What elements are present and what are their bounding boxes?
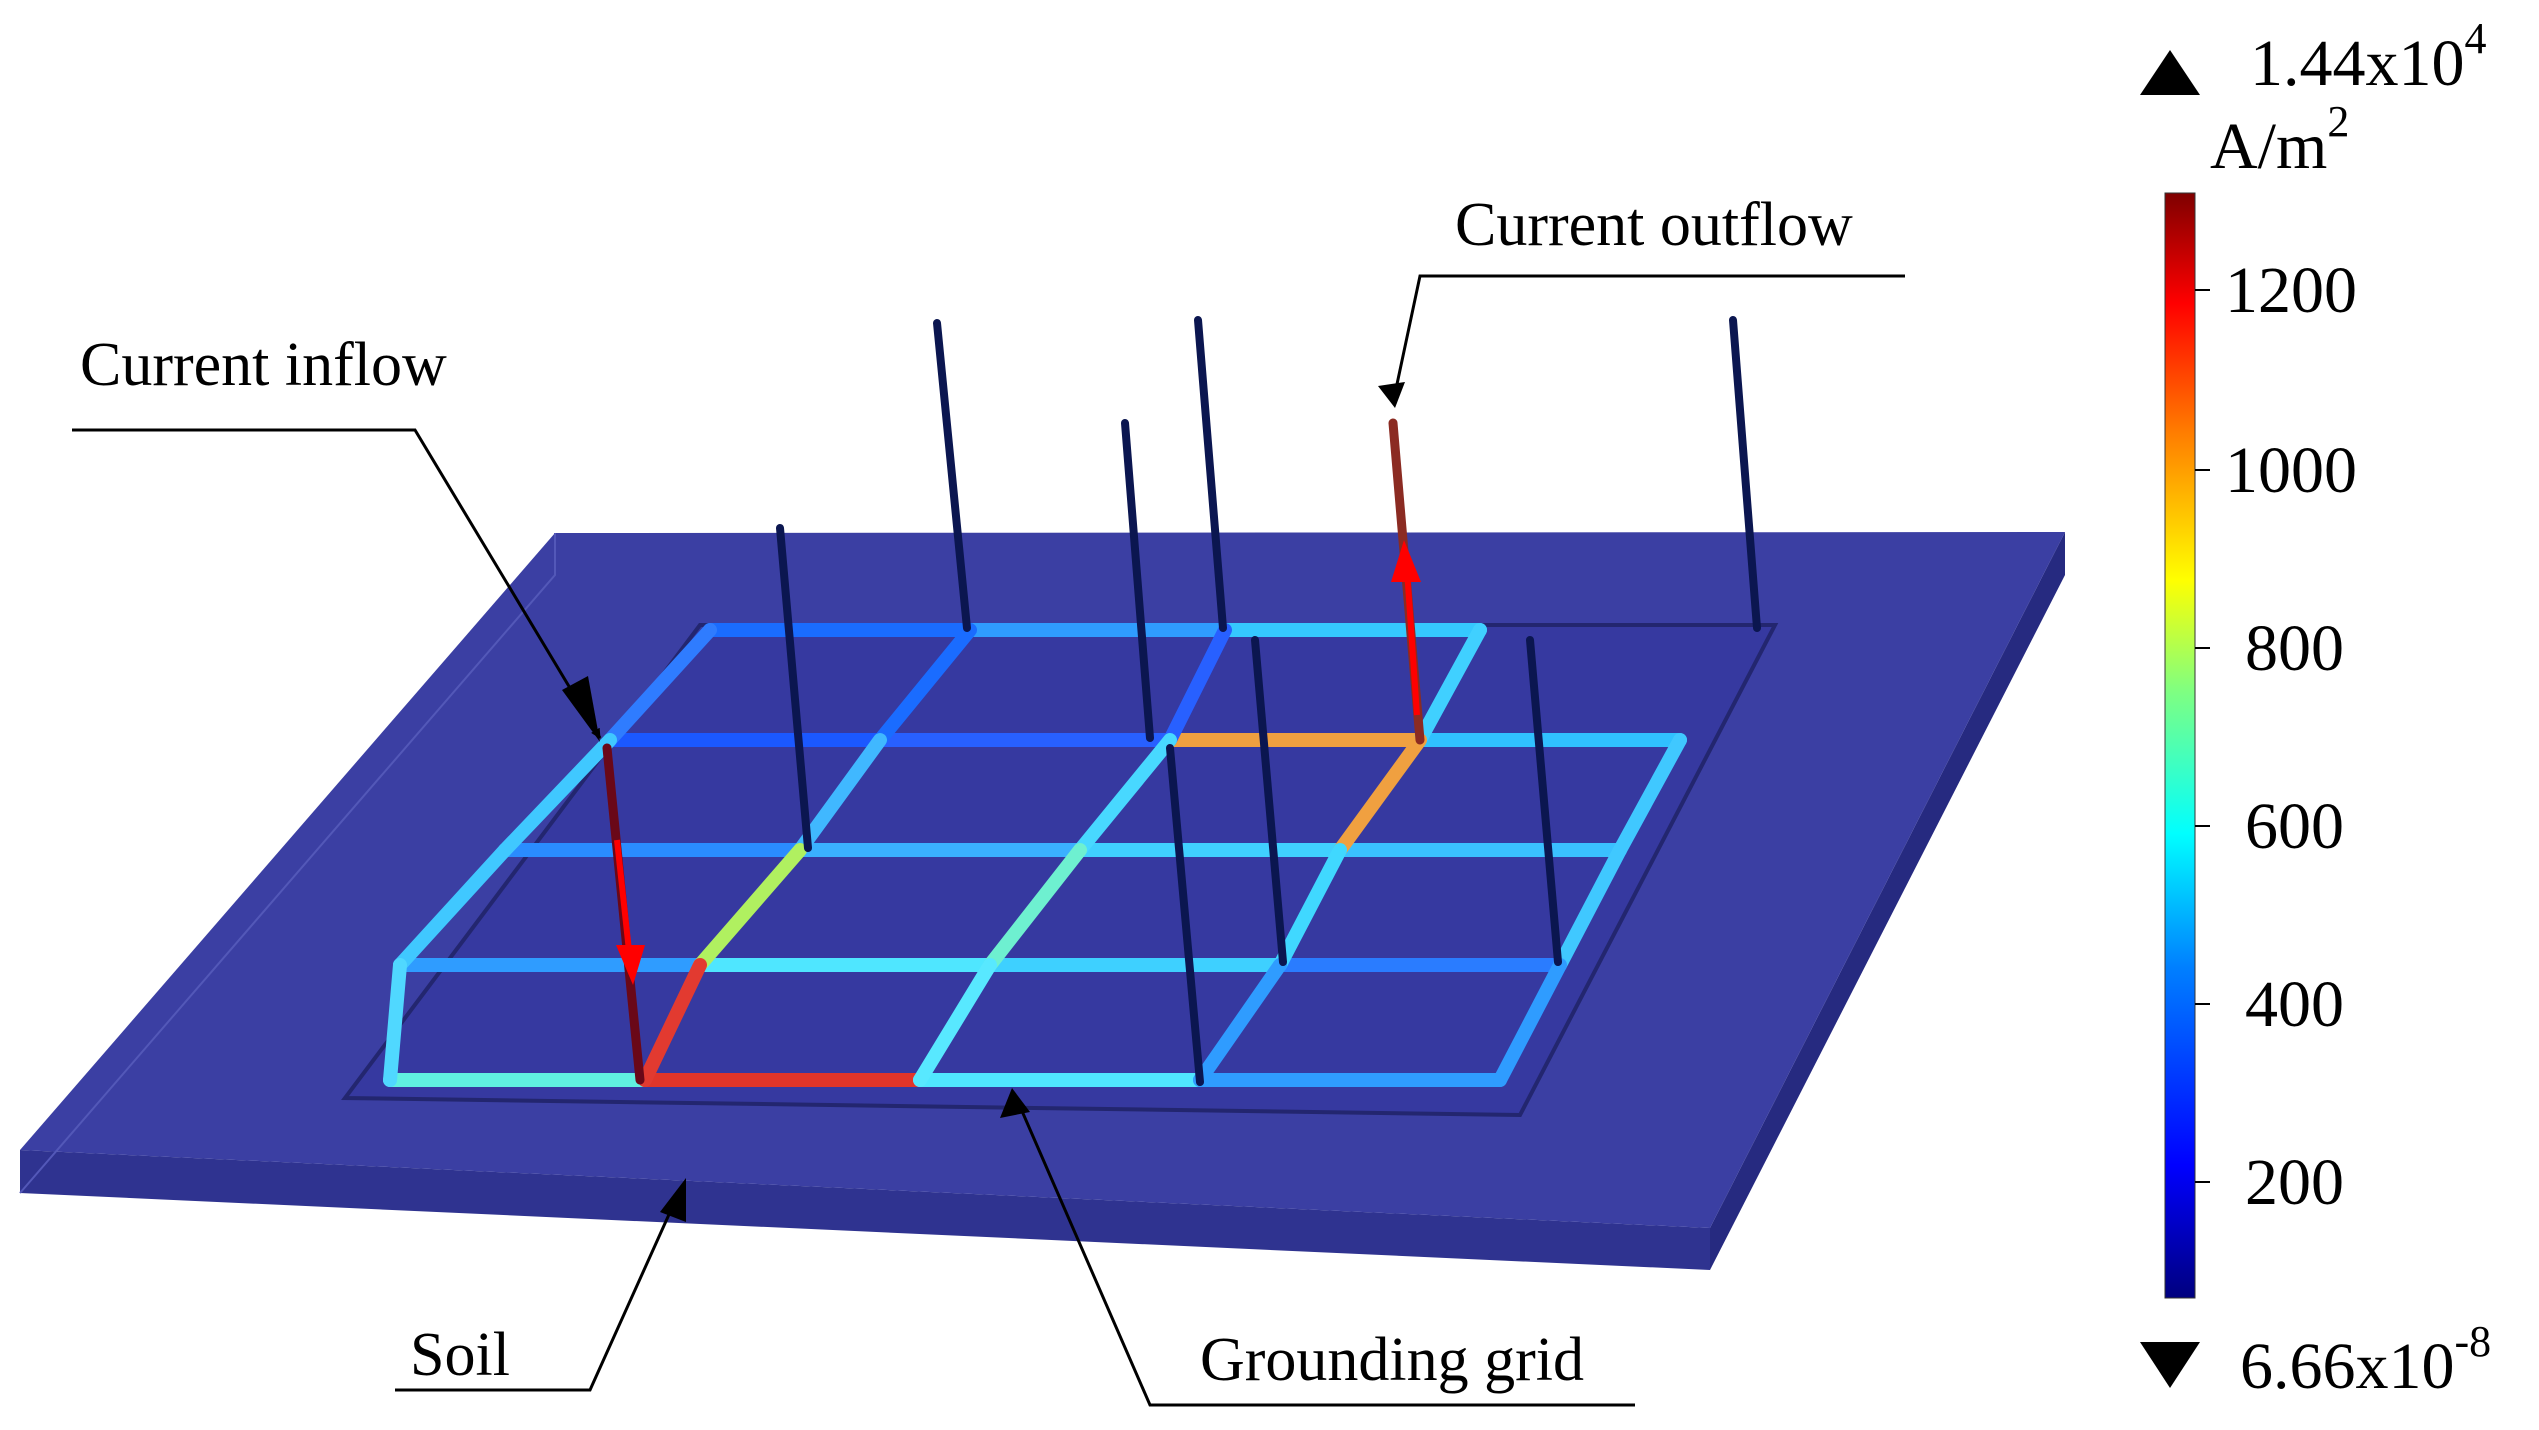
leader-inflow-head [562, 676, 600, 742]
grid-bar [1073, 733, 1177, 857]
ground-rod [776, 524, 812, 852]
ground-rod [1194, 316, 1227, 632]
grid-bar [793, 733, 887, 857]
grid-bar [1193, 958, 1287, 1087]
ground-rod [1729, 316, 1761, 632]
inflow-arrow [614, 839, 633, 961]
label-grounding-grid: Grounding grid [1200, 1326, 1584, 1394]
grid-bar [383, 958, 407, 1087]
leader-grid-head [1000, 1088, 1030, 1118]
colorbar-min: 6.66x10-8 [2240, 1317, 2491, 1403]
leader-inflow [72, 428, 602, 739]
colorbar-gradient [2164, 192, 2196, 1299]
grid-bar [693, 843, 807, 972]
min-triangle-icon [2140, 1342, 2200, 1388]
colorbar-unit: A/m2 [2210, 97, 2349, 183]
label-soil: Soil [410, 1321, 510, 1389]
leader-grid [1013, 1094, 1635, 1407]
colorbar-tick: 400 [2245, 968, 2344, 1041]
inflow-rod [602, 743, 645, 1085]
grid-bar [1413, 623, 1487, 747]
grid-bar [1333, 733, 1427, 857]
ground-rod [1526, 636, 1562, 966]
colorbar-ticks [2195, 289, 2210, 1183]
label-current-outflow: Current outflow [1455, 191, 1853, 259]
max-triangle-icon [2140, 50, 2200, 95]
ground-rod [1121, 419, 1154, 742]
label-current-inflow: Current inflow [80, 331, 447, 399]
colorbar-tick: 1000 [2225, 434, 2357, 507]
grid-bar [1553, 843, 1627, 972]
inflow-arrowhead [616, 945, 645, 985]
colorbar-tick: 600 [2245, 790, 2344, 863]
colorbar-tick: 1200 [2225, 254, 2357, 327]
colorbar-max: 1.44x104 [2250, 14, 2487, 100]
leader-outflow [1391, 274, 1905, 404]
colorbar-tick: 200 [2245, 1146, 2344, 1219]
vertical-rods [776, 316, 1761, 1086]
soil-side-front [20, 1150, 1710, 1270]
grid-bar [638, 958, 707, 1087]
leader-soil [395, 1189, 682, 1392]
colorbar: 1.44x104 A/m2 1200 1000 800 600 400 200 … [2140, 14, 2491, 1403]
ground-rod [933, 319, 971, 632]
grounding-grid [383, 623, 1687, 1087]
grid-bar [873, 623, 977, 747]
outflow-rod [1388, 418, 1425, 745]
outflow-arrowhead [1391, 540, 1421, 582]
grid-bar [1273, 843, 1347, 972]
colorbar-tick: 800 [2245, 612, 2344, 685]
grid-bar [983, 843, 1087, 972]
leader-soil-head [660, 1178, 686, 1222]
grid-bar [1613, 733, 1687, 857]
grid-bar [603, 623, 717, 747]
soil-edge [19, 533, 556, 1194]
grid-bar [498, 733, 617, 857]
ground-rod [1166, 744, 1204, 1086]
leaders [72, 274, 1905, 1407]
grid-bar [393, 843, 512, 972]
soil-side-right [1710, 532, 2065, 1270]
leader-outflow-head [1378, 382, 1405, 408]
grid-bar [1493, 958, 1567, 1087]
grid-bar [913, 958, 997, 1087]
ground-rod [1251, 636, 1287, 966]
grid-bar [1163, 623, 1232, 747]
outflow-arrow [1404, 569, 1420, 716]
